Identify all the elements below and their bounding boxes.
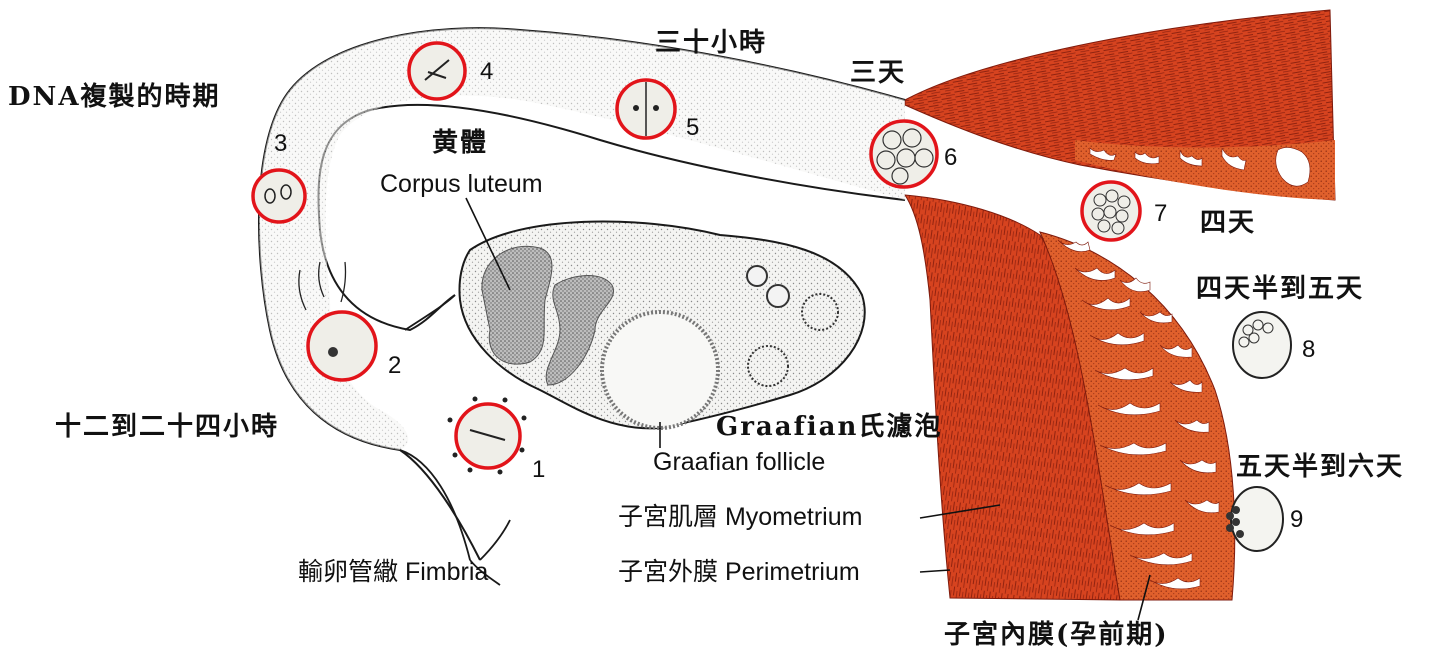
cell-stage-3 <box>253 170 305 222</box>
label-graafian-zh: Graafian氏濾泡 <box>716 414 942 440</box>
label-endometrium: 子宮內膜(孕前期) <box>944 622 1169 648</box>
label-myometrium: 子宮肌層 Myometrium <box>618 505 862 530</box>
stage-number-4: 4 <box>480 60 493 84</box>
stage-number-7: 7 <box>1154 202 1167 226</box>
cell-stage-4 <box>409 43 465 99</box>
label-four-half-to-five-days: 四天半到五天 <box>1196 276 1364 302</box>
cell-stage-6 <box>871 121 937 187</box>
label-graafian-en: Graafian follicle <box>653 450 825 475</box>
cell-stage-8 <box>1233 312 1291 378</box>
label-twelve-to-24-hours: 十二到二十四小時 <box>55 414 279 440</box>
stage-number-8: 8 <box>1302 338 1315 362</box>
label-corpus-luteum-zh: 黄體 <box>432 130 488 156</box>
cell-stage-1 <box>448 397 527 475</box>
label-four-days: 四天 <box>1200 210 1256 236</box>
graafian-follicle-shape <box>602 312 718 428</box>
corpus-luteum-shape <box>482 246 552 364</box>
stage-number-9: 9 <box>1290 508 1303 532</box>
cell-stage-7 <box>1082 182 1140 240</box>
stage-number-3: 3 <box>274 132 287 156</box>
stage-number-2: 2 <box>388 354 401 378</box>
label-corpus-luteum-en: Corpus luteum <box>380 172 543 197</box>
label-fimbria: 輸卵管繖 Fimbria <box>298 560 488 585</box>
cell-stage-5 <box>617 80 675 138</box>
label-dna-phase: DNA複製的時期 <box>8 84 221 110</box>
stage-number-1: 1 <box>532 458 545 482</box>
label-thirty-hours: 三十小時 <box>655 30 767 56</box>
stage-number-6: 6 <box>944 146 957 170</box>
label-five-half-to-six-days: 五天半到六天 <box>1236 454 1404 480</box>
stage-number-5: 5 <box>686 116 699 140</box>
label-perimetrium: 子宮外膜 Perimetrium <box>618 560 860 585</box>
label-three-days: 三天 <box>850 60 906 86</box>
